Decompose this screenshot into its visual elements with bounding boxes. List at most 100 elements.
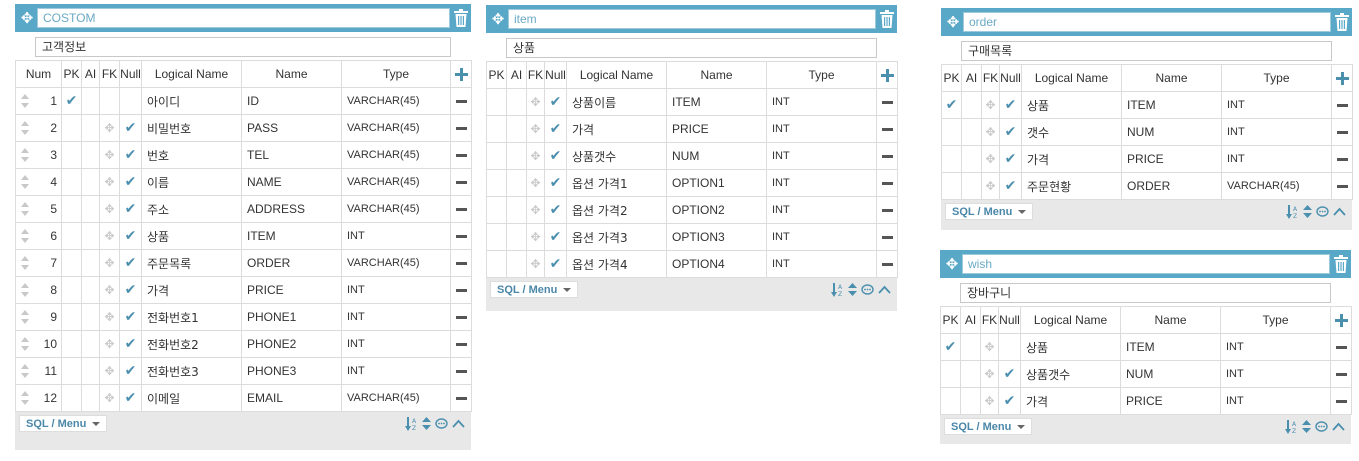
fk-cell[interactable]: ✥ [99,384,120,412]
fk-cell[interactable]: ✥ [526,142,545,170]
table-header[interactable]: ✥ COSTOM [15,4,471,32]
fk-cell[interactable]: ✥ [99,141,120,169]
table-comment-input[interactable]: 장바구니 [960,283,1331,303]
type-cell[interactable]: INT [341,303,451,331]
sort-arrows-icon[interactable] [21,229,29,243]
name-cell[interactable]: PASS [241,114,342,142]
null-cell[interactable]: ✔ [119,114,142,142]
pk-cell[interactable] [61,195,82,223]
ai-cell[interactable] [81,141,100,169]
row-num[interactable]: 9 [15,303,62,331]
type-cell[interactable]: INT [1221,118,1332,146]
name-cell[interactable]: PRICE [666,115,767,143]
minus-icon[interactable] [455,127,467,130]
sort-arrows-icon[interactable] [21,94,29,108]
name-cell[interactable]: OPTION3 [666,223,767,251]
fk-cell[interactable]: ✥ [980,333,999,361]
ai-cell[interactable] [961,91,982,119]
remove-column-button[interactable] [1330,360,1352,388]
name-cell[interactable]: TEL [241,141,342,169]
type-cell[interactable]: VARCHAR(45) [341,114,451,142]
name-cell[interactable]: ID [241,87,342,115]
name-cell[interactable]: PHONE2 [241,330,342,358]
minus-icon[interactable] [1336,158,1348,161]
null-cell[interactable]: ✔ [119,276,142,304]
fk-cell[interactable]: ✥ [526,169,545,197]
null-cell[interactable]: ✔ [544,142,567,170]
minus-icon[interactable] [881,128,893,131]
type-cell[interactable]: VARCHAR(45) [341,249,451,277]
null-cell[interactable]: ✔ [119,141,142,169]
name-cell[interactable]: ITEM [1120,333,1221,361]
fk-cell[interactable]: ✥ [981,172,1000,200]
fk-cell[interactable]: ✥ [981,145,1000,173]
type-cell[interactable]: INT [766,223,877,251]
minus-icon[interactable] [455,100,467,103]
minus-icon[interactable] [1336,131,1348,134]
minus-icon[interactable] [455,154,467,157]
minus-icon[interactable] [1335,346,1347,349]
type-cell[interactable]: INT [341,330,451,358]
null-cell[interactable]: ✔ [544,223,567,251]
ai-cell[interactable] [81,222,100,250]
row-num[interactable]: 5 [15,195,62,223]
type-cell[interactable]: INT [766,169,877,197]
sql-menu-button[interactable]: SQL / Menu [19,415,108,432]
pk-cell[interactable] [486,223,507,251]
null-cell[interactable]: ✔ [119,330,142,358]
remove-column-button[interactable] [876,88,898,116]
minus-icon[interactable] [881,236,893,239]
remove-column-button[interactable] [876,169,898,197]
ai-cell[interactable] [506,196,527,224]
pk-cell[interactable] [941,118,962,146]
name-cell[interactable]: PRICE [1120,387,1221,415]
table-name-input[interactable]: item [508,9,876,29]
sort-az-icon[interactable]: AZ [1285,419,1298,434]
pk-cell[interactable] [61,384,82,412]
fk-cell[interactable]: ✥ [99,222,120,250]
sort-updown-icon[interactable] [422,417,431,430]
minus-icon[interactable] [455,316,467,319]
null-cell[interactable]: ✔ [998,387,1021,415]
remove-column-button[interactable] [876,142,898,170]
minus-icon[interactable] [1336,185,1348,188]
sort-arrows-icon[interactable] [21,202,29,216]
table-name-input[interactable]: order [963,12,1331,32]
fk-cell[interactable]: ✥ [526,223,545,251]
null-cell[interactable]: ✔ [119,384,142,412]
logical-name-cell[interactable]: 상품갯수 [566,142,667,170]
ai-cell[interactable] [961,172,982,200]
type-cell[interactable]: INT [1221,91,1332,119]
logical-name-cell[interactable]: 갯수 [1021,118,1122,146]
logical-name-cell[interactable]: 옵션 가격3 [566,223,667,251]
sort-arrows-icon[interactable] [21,337,29,351]
pk-cell[interactable]: ✔ [941,91,962,119]
null-cell[interactable]: ✔ [544,250,567,278]
type-cell[interactable]: INT [1220,387,1331,415]
minus-icon[interactable] [455,208,467,211]
type-cell[interactable]: INT [766,142,877,170]
plus-icon[interactable] [454,68,468,82]
pk-cell[interactable] [61,303,82,331]
name-cell[interactable]: NAME [241,168,342,196]
pk-cell[interactable] [61,276,82,304]
minus-icon[interactable] [1336,104,1348,107]
fk-cell[interactable]: ✥ [99,114,120,142]
remove-column-button[interactable] [450,168,472,196]
comment-icon[interactable] [1316,205,1329,218]
table-name-input[interactable]: wish [962,254,1330,274]
sort-az-icon[interactable]: AZ [1286,204,1299,219]
minus-icon[interactable] [455,370,467,373]
row-num[interactable]: 10 [15,330,62,358]
move-icon[interactable]: ✥ [945,255,959,273]
